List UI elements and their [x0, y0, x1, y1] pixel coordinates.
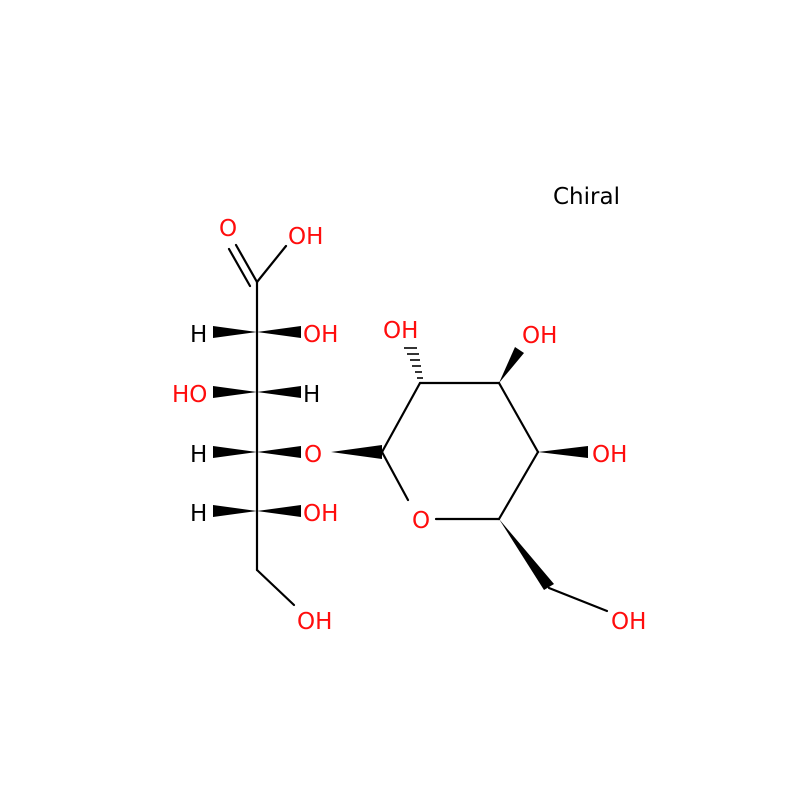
wedge-glycosidic: [331, 445, 382, 459]
ring-c3-c4: [497, 381, 540, 454]
ring-oxygen: O: [412, 508, 430, 534]
chain-bonds: [227, 243, 296, 607]
glycosidic-oxygen: O: [304, 442, 322, 468]
c6-hydroxyl: OH: [297, 609, 332, 635]
c3-hydroxyl: HO: [172, 382, 207, 408]
c3-hydrogen: H: [303, 382, 320, 408]
atom-labels: Chiral O OH H OH HO H H O H OH OH OH OH …: [172, 184, 646, 635]
ring-c3-hydroxyl: OH: [522, 323, 557, 349]
wedge-c5-h: [213, 505, 257, 517]
carbonyl-bond-b: [227, 247, 252, 288]
wedge-ring-c3-oh: [499, 347, 524, 383]
c6-oh-bond: [255, 568, 296, 607]
wedge-c3-h: [257, 386, 301, 398]
wedge-c4-o: [257, 446, 301, 458]
wedge-c5-ch2: [499, 519, 554, 590]
wedge-c2-oh: [257, 326, 301, 338]
ring-c6-hydroxyl: OH: [611, 609, 646, 635]
ch2-oh-bond: [547, 586, 609, 613]
acid-hydroxyl: OH: [288, 224, 323, 250]
ring-c4-hydroxyl: OH: [592, 442, 627, 468]
acid-oh-bond: [255, 244, 288, 284]
ring-c1-c2: [380, 381, 422, 454]
wedge-c2-h: [213, 326, 257, 338]
wedge-ring-c4-oh: [538, 446, 588, 458]
ring-c4-c5: [497, 450, 540, 521]
carbonyl-oxygen: O: [219, 216, 237, 242]
c5-hydroxyl: OH: [303, 501, 338, 527]
c2-hydrogen: H: [190, 322, 207, 348]
ring-bonds: [331, 347, 609, 613]
carbonyl-bond-a: [234, 243, 259, 284]
c2-hydroxyl: OH: [303, 322, 338, 348]
chain-wedges: [213, 326, 301, 517]
wedge-c4-h: [213, 446, 257, 458]
c4-hydrogen: H: [190, 442, 207, 468]
chiral-label: Chiral: [553, 184, 620, 210]
c5-hydrogen: H: [190, 501, 207, 527]
hash-ring-c2-oh: [404, 347, 423, 379]
wedge-c5-oh: [257, 505, 301, 517]
wedge-c3-ho: [213, 386, 257, 398]
ring-o-c1: [380, 450, 410, 502]
ring-c2-hydroxyl: OH: [383, 318, 418, 344]
